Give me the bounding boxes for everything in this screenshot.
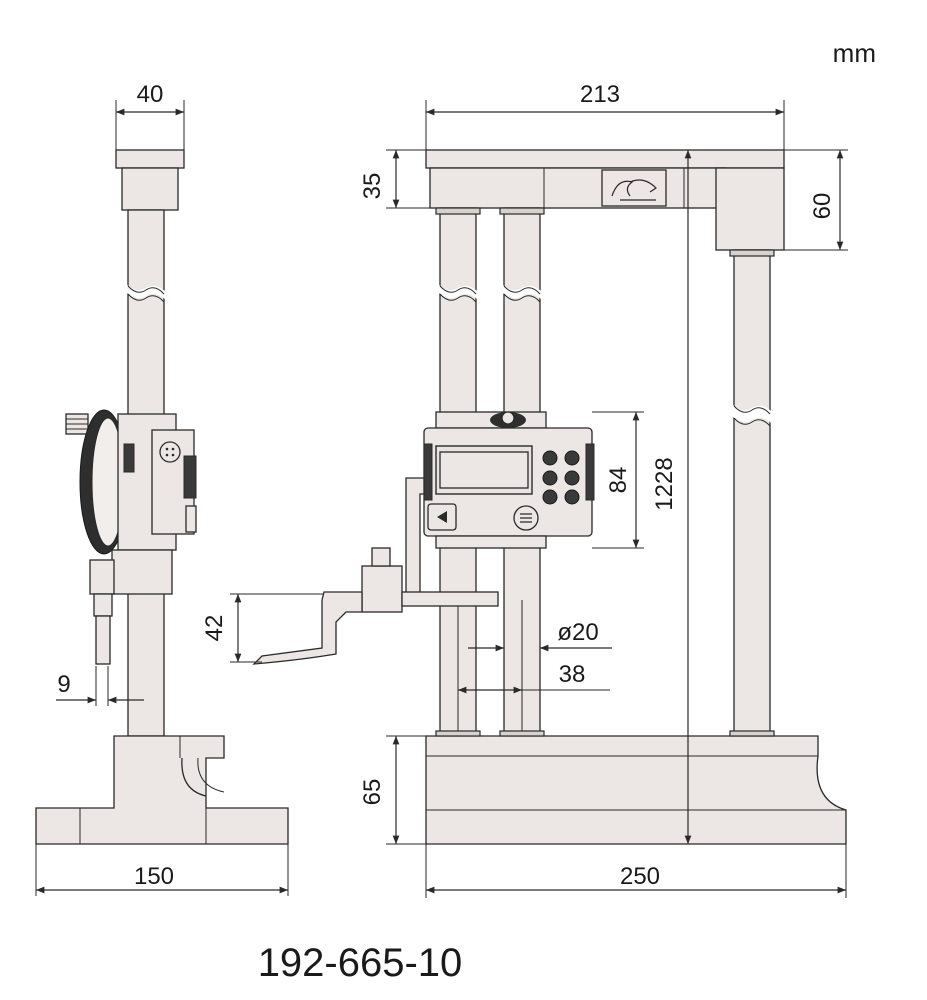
side-view [35, 149, 289, 845]
unit-label: mm [833, 38, 876, 68]
head-button-6[interactable] [564, 489, 580, 505]
dim-front-top-height: 35 [359, 173, 386, 200]
head-button-5[interactable] [542, 489, 558, 505]
dim-front-top-width: 213 [580, 81, 620, 108]
side-top-block [121, 167, 179, 211]
front-view [252, 149, 847, 845]
scriber-rod [401, 591, 499, 607]
dim-side-width-top: 40 [137, 81, 164, 108]
dim-side-offset: 9 [57, 671, 70, 698]
dim-front-overall-height: 1228 [651, 457, 678, 510]
dim-front-head-height: 84 [605, 467, 632, 494]
front-dimensions: 213 35 60 1228 84 42 ø20 38 [201, 81, 848, 898]
scriber-bracket [405, 477, 425, 605]
side-base [35, 735, 289, 845]
dim-front-column-spacing: 38 [559, 661, 586, 688]
front-right-block [715, 167, 785, 251]
front-column-support [733, 249, 771, 737]
play-icon [437, 511, 447, 523]
scriber-tip [252, 591, 363, 665]
scriber-clamp [361, 565, 403, 613]
side-dimensions: 40 9 150 [35, 81, 289, 896]
dim-front-column-diameter: ø20 [557, 619, 598, 646]
head-button-1[interactable] [542, 450, 558, 466]
model-number: 192-665-10 [258, 941, 463, 985]
head-button-4[interactable] [564, 470, 580, 486]
dim-front-base-height: 65 [359, 779, 386, 806]
dim-front-base-width: 250 [620, 863, 660, 890]
side-scriber [95, 615, 111, 665]
menu-icon [520, 513, 532, 523]
dim-side-base-width: 150 [134, 863, 174, 890]
side-top-cap [115, 149, 185, 169]
dim-front-right-height: 60 [809, 193, 836, 220]
front-top-beam [425, 149, 785, 169]
dim-front-scriber-height: 42 [201, 615, 228, 642]
front-base [425, 735, 847, 845]
head-button-2[interactable] [564, 450, 580, 466]
side-slider [111, 549, 173, 595]
head-button-3[interactable] [542, 470, 558, 486]
